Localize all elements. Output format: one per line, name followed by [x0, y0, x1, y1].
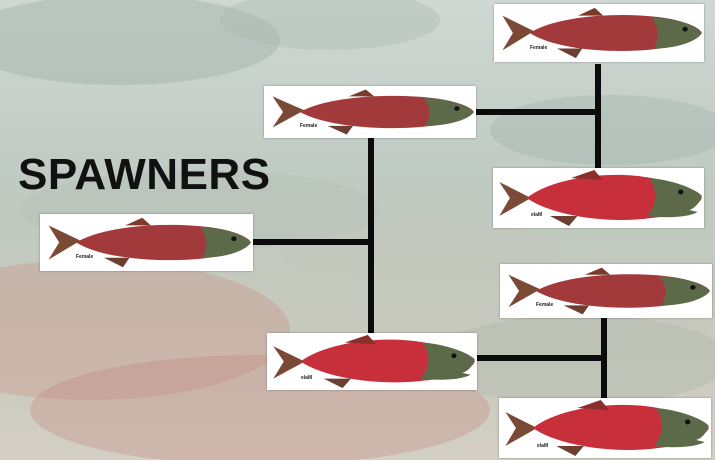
- fish-label: Female: [76, 254, 93, 260]
- fish-card-gen2-3: Female: [500, 264, 712, 318]
- sockeye-salmon-male-icon: [267, 333, 477, 390]
- sockeye-salmon-female-icon: [494, 4, 704, 62]
- sockeye-salmon-male-icon: [499, 398, 711, 458]
- fish-card-gen2-1: Female: [494, 4, 704, 62]
- sockeye-salmon-female-icon: [40, 214, 253, 271]
- sockeye-salmon-female-icon: [264, 86, 476, 138]
- fish-label: elaM: [531, 212, 542, 218]
- fish-label: elaM: [537, 443, 548, 449]
- fish-card-gen2-4: elaM: [499, 398, 711, 458]
- fish-card-gen2-2: elaM: [493, 168, 704, 228]
- fish-label: elaM: [301, 375, 312, 381]
- sockeye-salmon-female-icon: [500, 264, 712, 318]
- fish-label: Female: [536, 302, 553, 308]
- fish-card-gen1-top: Female: [264, 86, 476, 138]
- sockeye-salmon-male-icon: [493, 168, 704, 228]
- fish-label: Female: [300, 123, 317, 129]
- fish-label: Female: [530, 45, 547, 51]
- fish-card-gen1-bottom: elaM: [267, 333, 477, 390]
- fish-card-root: Female: [40, 214, 253, 271]
